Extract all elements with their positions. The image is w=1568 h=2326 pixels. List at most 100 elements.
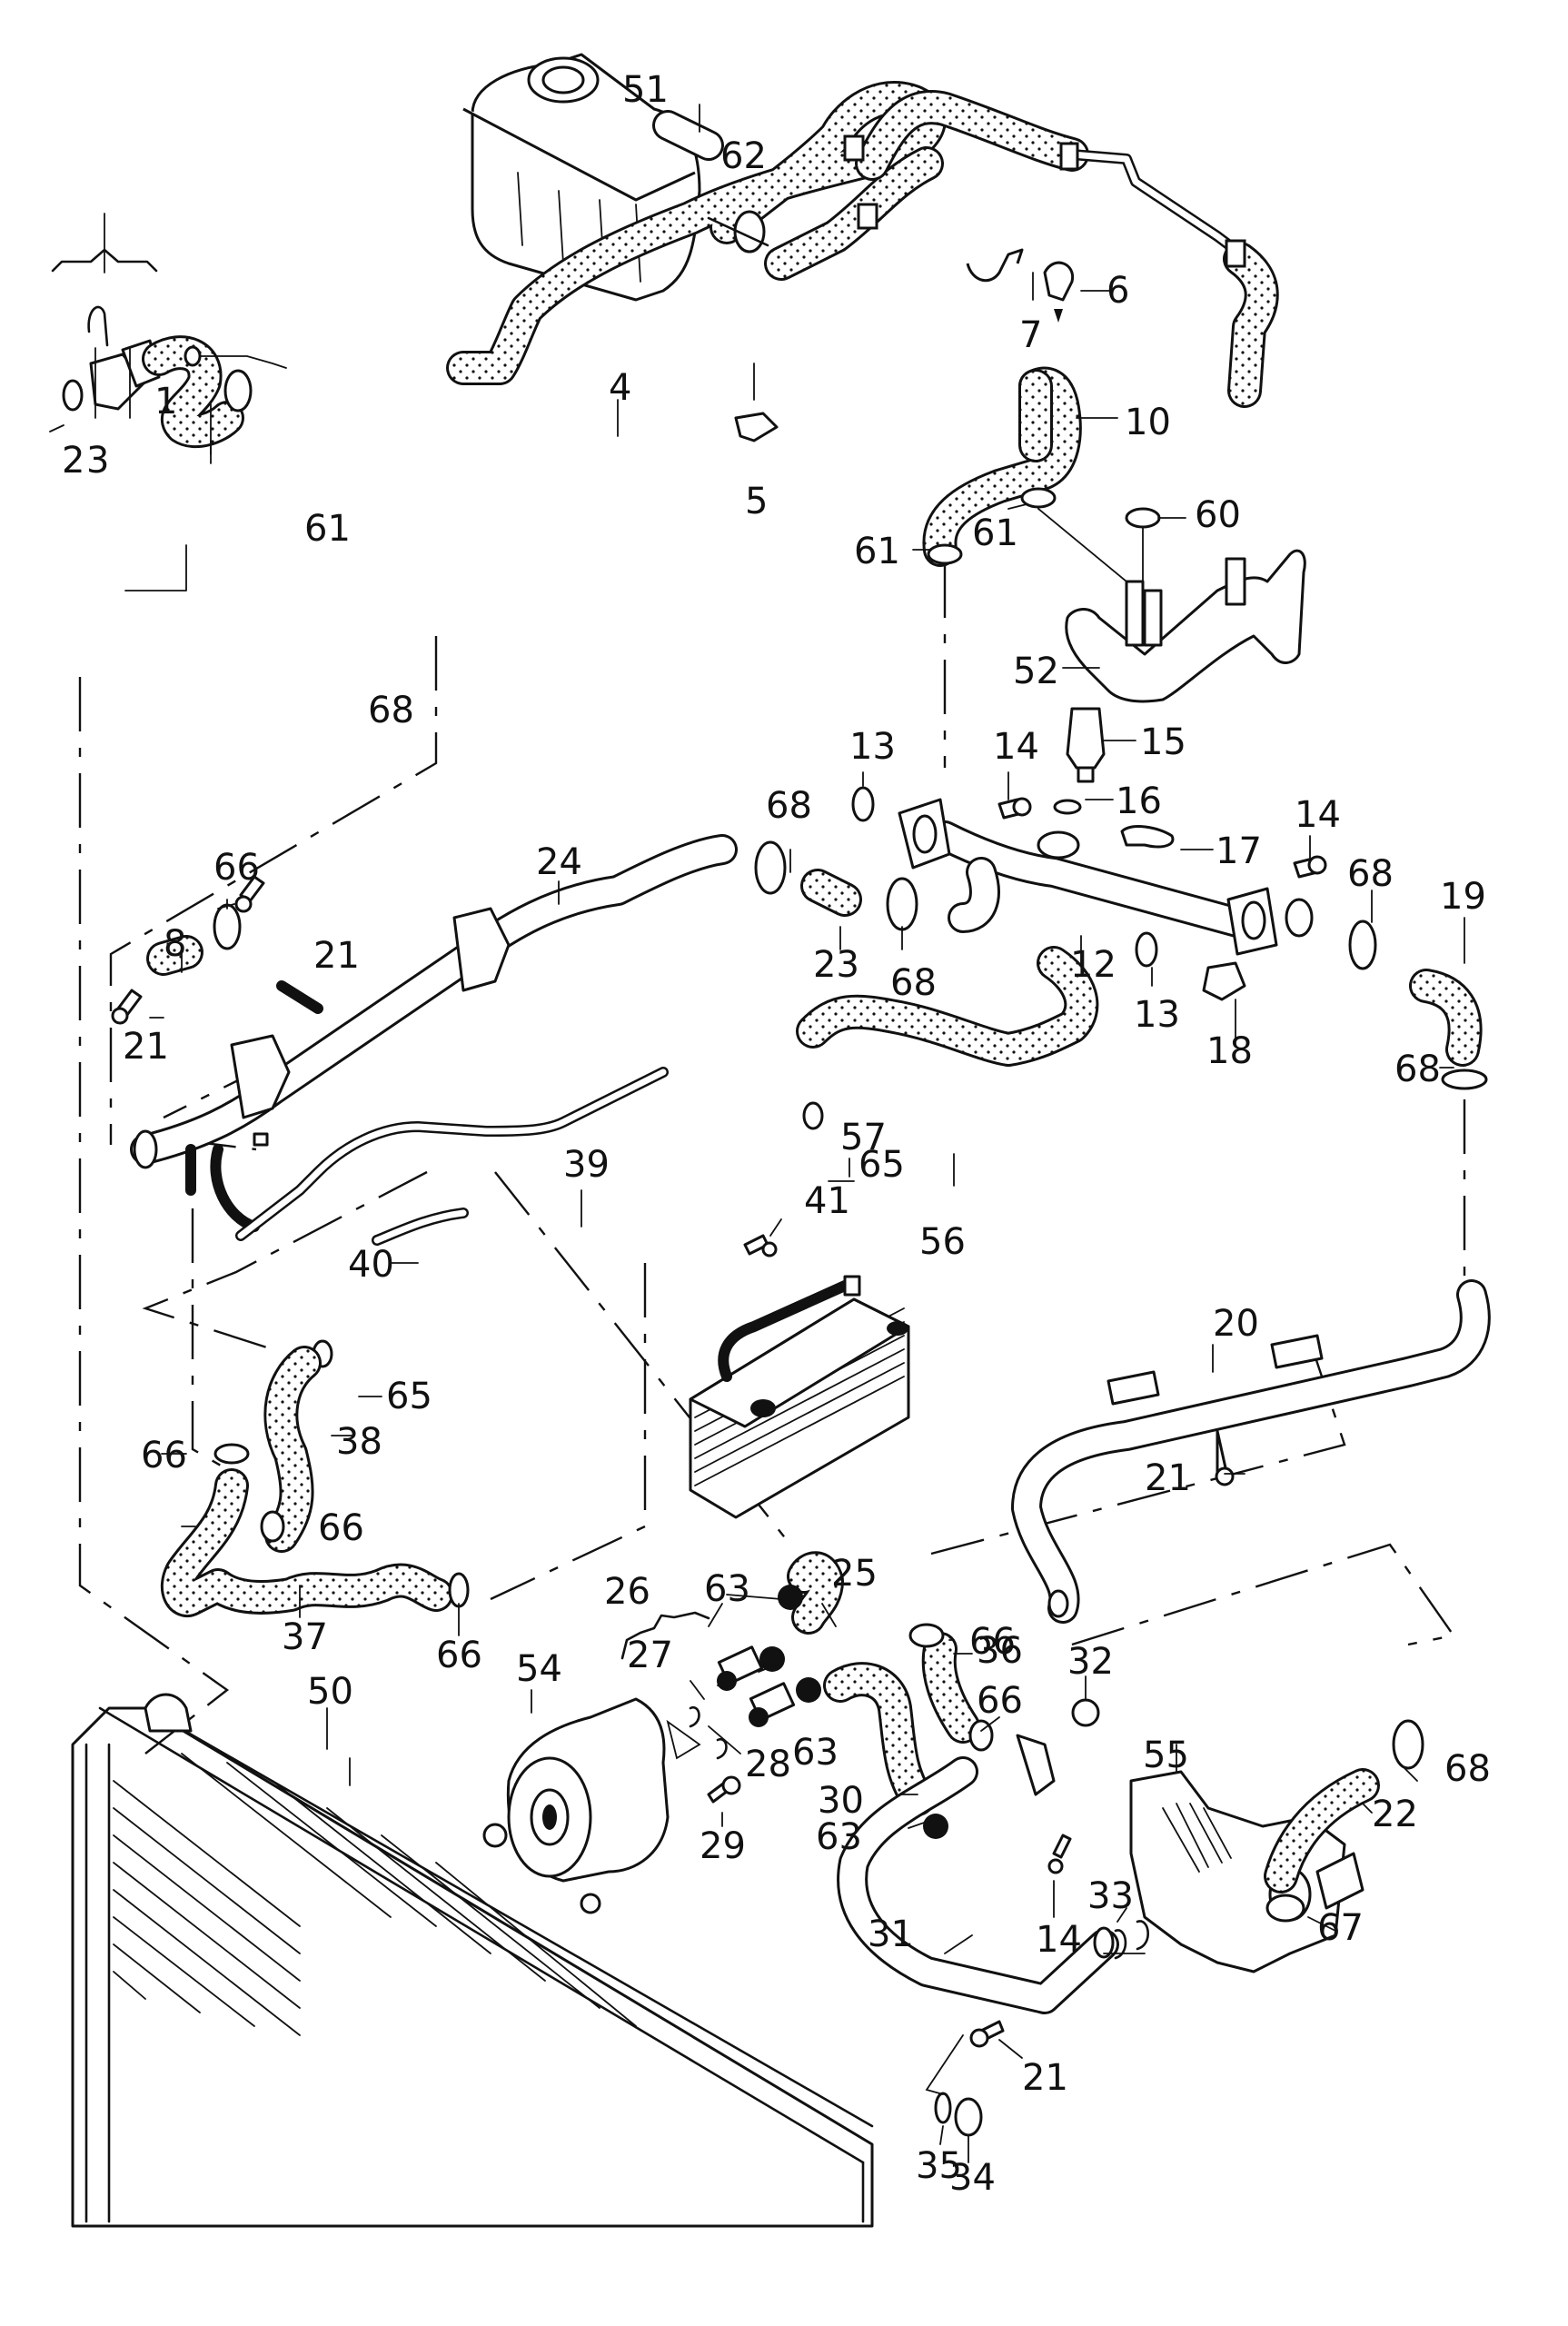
callout-54: 54: [516, 1648, 562, 1690]
part-61-clamp-c[interactable]: [184, 345, 202, 367]
part-38-coolant-hose[interactable]: [263, 1346, 322, 1553]
part-27-o-rings[interactable]: [689, 1705, 728, 1760]
part-63-clamp-d[interactable]: [923, 1814, 948, 1839]
part-61-clamp-a[interactable]: [927, 543, 963, 565]
callout-38: 38: [336, 1421, 382, 1463]
part-28-gasket[interactable]: [666, 1719, 701, 1760]
part-66-clamp-b[interactable]: [213, 1443, 250, 1465]
callout-68d: 68: [1347, 853, 1394, 895]
part-5-clip[interactable]: [734, 412, 779, 442]
part-25-small-hose[interactable]: [787, 1551, 844, 1635]
part-50-radiator[interactable]: [71, 1693, 874, 2228]
callout-63b: 63: [792, 1732, 839, 1774]
callout-41: 41: [804, 1180, 850, 1222]
part-61-clamp-b[interactable]: [1020, 487, 1057, 509]
callout-28: 28: [745, 1744, 791, 1785]
part-24-coolant-pipe[interactable]: [130, 834, 738, 1232]
part-36-coolant-hose[interactable]: [921, 1632, 980, 1744]
part-66-clamp-a[interactable]: [213, 903, 242, 950]
part-21-bolt-d[interactable]: [969, 2020, 1005, 2048]
callout-34: 34: [949, 2157, 996, 2199]
part-32-o-ring[interactable]: [1071, 1698, 1100, 1727]
part-37-coolant-hose[interactable]: [160, 1468, 453, 1617]
part-51-expansion-tank[interactable]: [462, 53, 724, 302]
part-63-clamp-b[interactable]: [759, 1646, 785, 1672]
callout-labels: 1 2 3 4 5 6 7 8 10 12 13 13 14 14 14 15 …: [62, 69, 1491, 2199]
part-68-clamp-b[interactable]: [886, 877, 918, 931]
part-68-clamp-d[interactable]: [1441, 1069, 1488, 1090]
part-30-coolant-hose[interactable]: [823, 1662, 935, 1816]
part-34-drain-plug[interactable]: [954, 2097, 983, 2137]
callout-68c: 68: [890, 962, 937, 1004]
part-35-seal-ring[interactable]: [934, 2092, 952, 2124]
part-41-bolt[interactable]: [743, 1234, 778, 1257]
part-65-clamp-a[interactable]: [802, 1101, 824, 1130]
part-6-hose-clip[interactable]: [1043, 261, 1075, 323]
part-14-bolt-a[interactable]: [997, 797, 1032, 820]
part-22-hose-elbow[interactable]: [1264, 1768, 1380, 1894]
part-57-oil-cooler[interactable]: [689, 1275, 910, 1519]
callout-37: 37: [282, 1616, 328, 1658]
part-39-coolant-line[interactable]: [235, 1067, 669, 1246]
part-66-clamp-f[interactable]: [968, 1719, 994, 1752]
part-56-coolant-hose[interactable]: [796, 946, 1099, 1067]
part-68-clamp-e[interactable]: [223, 369, 253, 413]
part-23-hose-section[interactable]: [800, 869, 862, 917]
part-2-o-ring[interactable]: [62, 379, 84, 412]
callout-40: 40: [348, 1244, 394, 1286]
part-14-bolt-b[interactable]: [1293, 855, 1327, 879]
part-31-coolant-pipe[interactable]: [837, 1734, 1119, 2014]
callout-2: 2: [62, 440, 84, 482]
part-60-clamp[interactable]: [1125, 507, 1161, 529]
part-26-connectors[interactable]: [717, 1645, 796, 1727]
part-18-hose-fitting[interactable]: [1202, 961, 1246, 1001]
part-54-alternator[interactable]: [482, 1697, 670, 1914]
callout-36: 36: [977, 1630, 1023, 1672]
part-66-clamp-c[interactable]: [260, 1510, 285, 1543]
part-40-clip[interactable]: [253, 1132, 269, 1147]
part-33-o-rings[interactable]: [1114, 1920, 1149, 1960]
part-20-coolant-pipe[interactable]: [1011, 1279, 1491, 1624]
part-52-coolant-flange[interactable]: [1037, 508, 1306, 703]
part-12-coolant-pipe[interactable]: [898, 798, 1314, 956]
callout-66f: 66: [977, 1680, 1023, 1722]
part-62-hose-clamp[interactable]: [707, 210, 769, 253]
callout-30: 30: [818, 1780, 864, 1822]
part-29-bolt[interactable]: [707, 1775, 741, 1804]
part-16-o-ring[interactable]: [1053, 799, 1082, 815]
part-19-hose-elbow[interactable]: [1409, 969, 1483, 1067]
callout-61a: 61: [304, 508, 351, 550]
part-68-clamp-c[interactable]: [1348, 919, 1377, 970]
callout-27: 27: [627, 1635, 673, 1676]
part-13-o-ring-b[interactable]: [1135, 931, 1158, 968]
part-7-hose-clip[interactable]: [966, 248, 1024, 283]
part-17-retaining-clip[interactable]: [1120, 825, 1175, 849]
callout-19: 19: [1440, 876, 1486, 918]
part-21-bolt-b[interactable]: [111, 989, 143, 1025]
part-21-bolt-a[interactable]: [234, 875, 265, 913]
vent-hose-assembly[interactable]: [843, 90, 1279, 408]
part-63-clamp-a[interactable]: [778, 1585, 803, 1610]
callout-61c: 61: [972, 512, 1018, 554]
part-63-clamp-c[interactable]: [796, 1677, 821, 1703]
part-14-bolt-c[interactable]: [1047, 1834, 1072, 1874]
callout-21d: 21: [1022, 2057, 1068, 2099]
part-21-bolt-c[interactable]: [1215, 1429, 1235, 1486]
callout-3: 3: [86, 440, 109, 482]
part-68-clamp-f[interactable]: [1392, 1719, 1424, 1770]
part-10-hose[interactable]: [922, 366, 1082, 567]
part-66-clamp-d[interactable]: [448, 1572, 470, 1608]
part-66-clamp-e[interactable]: [908, 1623, 945, 1648]
callout-15: 15: [1140, 721, 1186, 763]
callout-21b: 21: [123, 1026, 169, 1068]
part-3-wire-clip[interactable]: [87, 305, 109, 347]
part-67-clamp[interactable]: [1265, 1894, 1305, 1923]
callout-18: 18: [1206, 1030, 1253, 1072]
part-15-temperature-sensor[interactable]: [1066, 707, 1106, 783]
part-68-clamp-a[interactable]: [754, 840, 787, 895]
callout-21c: 21: [1145, 1457, 1191, 1499]
callout-10: 10: [1125, 402, 1171, 443]
callout-14c: 14: [1036, 1919, 1082, 1961]
callout-32: 32: [1067, 1641, 1114, 1683]
part-13-o-ring-a[interactable]: [851, 786, 875, 822]
